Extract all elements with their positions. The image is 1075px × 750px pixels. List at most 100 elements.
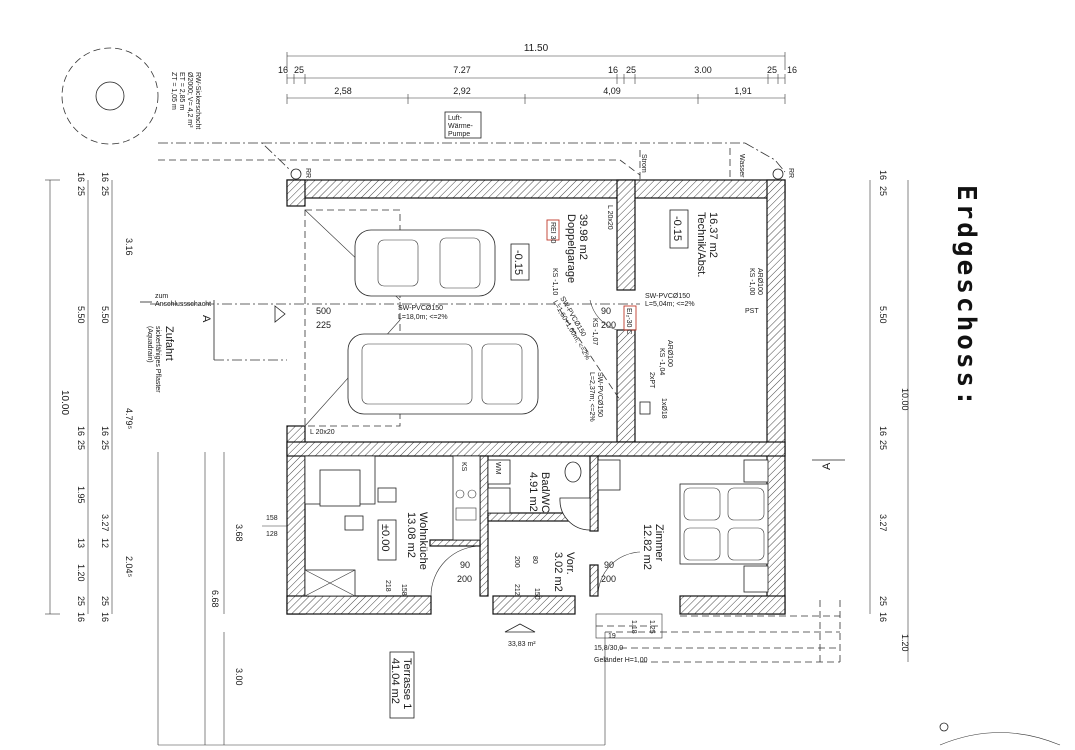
dim-225: 225 (316, 320, 331, 330)
dim-top-25b: 25 (626, 65, 636, 75)
arb2-label: ARØ100 (666, 340, 673, 367)
room-area-garage: 39.98 m2 (577, 214, 589, 260)
dim-left-i-25c: 25 (100, 596, 110, 606)
dim-left-i-16: 16 (100, 172, 110, 182)
dim-left-o-25b: 25 (76, 440, 86, 450)
label-ei30: EI₂-30 C (625, 308, 632, 334)
dim-door-90c: 90 (604, 560, 614, 570)
zufahrt-label-2: sickerfähiges Pflaster (154, 326, 161, 393)
dim-right-327: 3.27 (878, 514, 888, 532)
heat-pump: Luft- Wärme- Pumpe (444, 111, 482, 139)
room-area-kitchen: 13.08 m2 (405, 512, 417, 558)
dim-left-i-2045: 2.04⁵ (124, 556, 134, 578)
left-dimensions: 10.00 16 25 5.50 16 25 1.95 13 1.20 25 1… (45, 172, 244, 745)
room-name-vorr: Vorr. (564, 552, 576, 575)
section-a-right: A (821, 462, 833, 470)
dim-total-width: 11.50 (524, 43, 549, 54)
dim-top-16c: 16 (787, 65, 797, 75)
dim-top-409: 4,09 (603, 86, 621, 96)
pump-label-1: Luft- (448, 115, 463, 122)
zufahrt-label-3: (Aquadrain) (146, 326, 153, 363)
dim-left-o-16c: 16 (76, 612, 86, 622)
bathroom: WM Bad/WC 4.91 m2 200 80 Vorr. 3.02 m2 2… (487, 459, 641, 600)
access-area: zum Anschlussschacht Zufahrt sickerfähig… (140, 293, 606, 746)
anschluss-label-2: Anschlussschacht (155, 301, 211, 308)
dim-top-727: 7.27 (453, 65, 471, 75)
dim-left-i-16b: 16 (100, 426, 110, 436)
car-icon (347, 333, 539, 415)
sickerschacht: RW-Sickerschacht Ø2000; V= 4,2 m³ ET = 2… (61, 47, 201, 145)
dim-right-550: 5.50 (878, 306, 888, 324)
dim-212: 212 (513, 584, 520, 596)
dim-left-o-16b: 16 (76, 426, 86, 436)
area-total: 33,83 m² (508, 641, 536, 648)
dim-left-o-25: 25 (76, 186, 86, 196)
arb1-label-2: KS -1,00 (748, 268, 755, 295)
room-level-garage: -0.15 (512, 250, 524, 275)
label-lintel-garage-2: L 20x20 (606, 205, 613, 230)
dim-top-191: 1,91 (734, 86, 752, 96)
terrace: Terrasse 1 41.04 m2 (389, 651, 415, 719)
dim-right-25c: 25 (878, 596, 888, 606)
dim-top-16b: 16 (608, 65, 618, 75)
dim-left-o-195: 1.95 (76, 486, 86, 504)
pipe1-label-2: L=18,0m; <=2% (398, 314, 448, 321)
dim-top-25a: 25 (294, 65, 304, 75)
zufahrt-label-1: Zufahrt (163, 326, 175, 361)
dim-door-90a: 90 (601, 306, 611, 316)
dim-right-16: 16 (878, 170, 888, 180)
dim-left-o-550: 5.50 (76, 306, 86, 324)
room-area-zimmer: 12.82 m2 (641, 524, 653, 570)
top-dimensions: 11.50 16 25 7.27 16 25 3.00 25 16 2,58 2… (278, 43, 797, 104)
right-dimensions: 16 25 5.50 16 25 3.27 25 16 10.00 1.20 (869, 170, 1061, 746)
dim-left-i-479: 4.79⁵ (124, 408, 134, 430)
stair-dim-2: 1.25 (648, 620, 655, 634)
walls (286, 179, 786, 615)
dim-left-i-12: 12 (100, 538, 110, 548)
room-area-terrace: 41.04 m2 (389, 658, 401, 704)
arb1-label-1: ARØ100 (756, 268, 763, 295)
dim-terrace-368: 3.68 (234, 524, 244, 542)
room-area-bath: 4.91 m2 (527, 472, 539, 512)
label-wm: WM (494, 462, 501, 475)
dim-right-25b: 25 (878, 440, 888, 450)
dim-top-258: 2,58 (334, 86, 352, 96)
dim-right-total: 10.00 (900, 388, 910, 411)
dim-right-25: 25 (878, 186, 888, 196)
dim-left-o-13: 13 (76, 538, 86, 548)
site-lines: Strom Wasser RR RR (158, 142, 794, 180)
label-strom: Strom (640, 154, 647, 173)
room-name-zimmer: Zimmer (653, 524, 665, 562)
bracket-128: 128 (266, 531, 278, 538)
technik-room: Technik/Abst. 16.37 m2 -0.15 ARØ100 KS -… (589, 209, 763, 419)
label-pst: PST (745, 308, 759, 315)
dim-left-i-25: 25 (100, 186, 110, 196)
dim-top-25c: 25 (767, 65, 777, 75)
label-lintel-garage: L 20x20 (310, 429, 335, 436)
anschluss-label-1: zum (155, 293, 168, 300)
dim-500: 500 (316, 306, 331, 316)
label-ks3: KS -1,04 (658, 348, 665, 375)
garage: 500 225 L 20x20 SW-PVCØ150 L=18,0m; <=2%… (150, 205, 640, 436)
pipe1-label-1: SW-PVCØ150 (398, 305, 443, 312)
dim-left-o-16: 16 (76, 172, 86, 182)
label-wasser: Wasser (738, 154, 745, 178)
room-name-technik: Technik/Abst. (695, 212, 707, 277)
dim-terrace-668: 6.68 (210, 590, 220, 608)
section-a-left: A (200, 315, 212, 323)
stairs-label-1: 19 (608, 633, 616, 640)
stair-dim-1: 1.18 (630, 620, 637, 634)
label-ks-kitchen: KS (460, 462, 467, 472)
pump-label-3: Pumpe (448, 131, 470, 138)
room-name-garage: Doppelgarage (565, 214, 577, 283)
room-area-vorr: 3.02 m2 (552, 552, 564, 592)
room-area-technik: 16.37 m2 (707, 212, 719, 258)
dim-right-16c: 16 (878, 612, 888, 622)
dim-top-292: 2,92 (453, 86, 471, 96)
bedroom: Zimmer 12.82 m2 90 200 A (601, 459, 845, 593)
room-level-kitchen: ±0.00 (379, 524, 391, 551)
room-level-technik: -0.15 (671, 216, 683, 241)
stairs-label-2: 15,8/30,0 (594, 645, 623, 652)
dim-left-i-316: 3.16 (124, 238, 134, 256)
